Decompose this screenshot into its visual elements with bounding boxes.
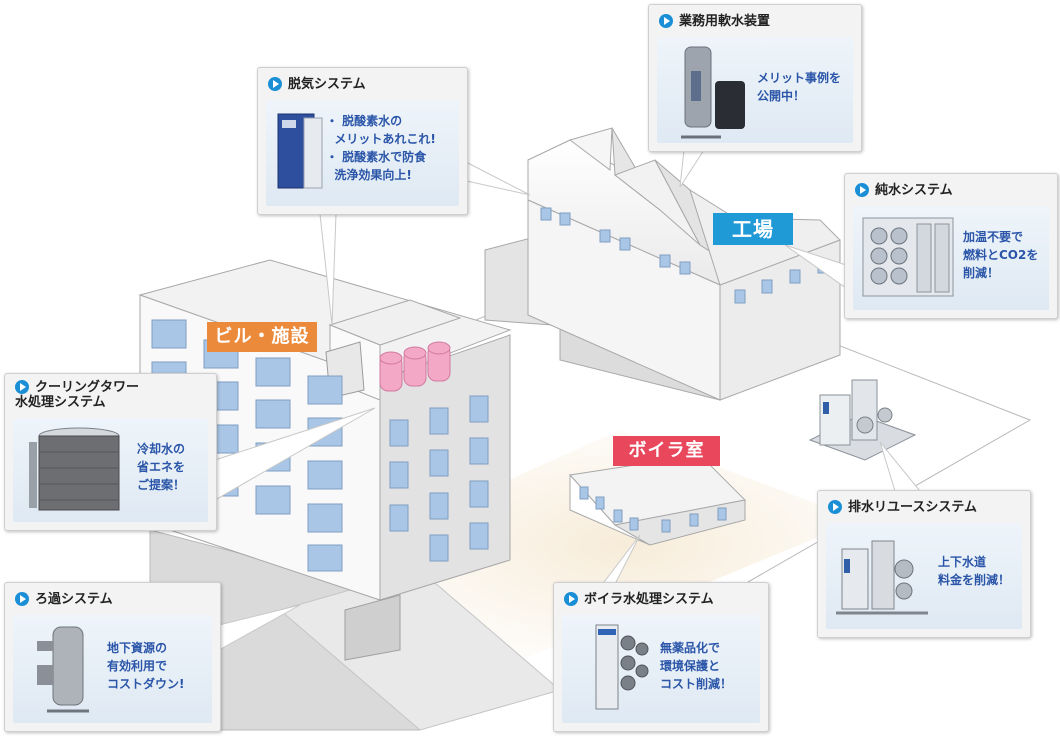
softener-title: 業務用軟水装置	[659, 12, 770, 30]
filtration-image	[37, 626, 89, 713]
boiler-room-label[interactable]: ボイラ室	[613, 436, 720, 466]
deaeration-line-1: ・ 脱酸素水の	[326, 114, 403, 128]
wastewater-reuse-body: 上下水道 料金を削減！	[826, 523, 1022, 629]
cooling-tower-title: クーリングタワー 水処理システム	[15, 380, 139, 414]
deaerator-image	[277, 113, 323, 189]
boiler-treatment-card[interactable]: ボイラ水処理システム 無薬品化で 環境保護と コスト削減！	[553, 582, 769, 732]
cooling-tower-title-line-2: 水処理システム	[15, 395, 106, 410]
wastewater-reuse-title-text: 排水リユースシステム	[848, 499, 977, 515]
pure-water-line-1: 加温不要で	[963, 230, 1024, 244]
building-label[interactable]: ビル・施設	[207, 322, 317, 352]
play-icon	[15, 592, 29, 606]
filtration-line-2: 有効利用で	[107, 659, 168, 673]
wastewater-reuse-image	[836, 540, 928, 615]
cooling-tower-line-2: 省エネを	[137, 460, 186, 474]
wastewater-reuse-title: 排水リユースシステム	[828, 498, 977, 516]
softener-line-2: 公開中！	[757, 89, 806, 103]
deaeration-line-2: メリットあれこれ!	[326, 132, 436, 146]
deaeration-title: 脱気システム	[268, 75, 366, 93]
filtration-title: ろ過システム	[15, 590, 113, 608]
wastewater-reuse-line-2: 料金を削減！	[938, 573, 1011, 587]
factory-label[interactable]: 工場	[713, 213, 793, 245]
cooling-tower-image	[29, 427, 120, 511]
filtration-line-1: 地下資源の	[107, 641, 168, 655]
pure-water-line-3: 削減！	[963, 266, 1000, 280]
deaeration-line-3: ・ 脱酸素水で防食	[326, 150, 427, 164]
play-icon	[564, 592, 578, 606]
softener-body: メリット事例を 公開中！	[657, 37, 853, 143]
softener-card[interactable]: 業務用軟水装置 メリット事例を 公開中！	[648, 4, 862, 152]
play-icon	[15, 380, 29, 394]
boiler-treatment-line-1: 無薬品化で	[660, 641, 721, 655]
play-icon	[268, 77, 282, 91]
pure-water-image	[862, 217, 954, 297]
softener-title-text: 業務用軟水装置	[679, 13, 771, 29]
deaeration-body: ・ 脱酸素水の メリットあれこれ! ・ 脱酸素水で防食 洗浄効果向上!	[266, 100, 459, 206]
pure-water-title: 純水システム	[855, 181, 953, 199]
play-icon	[855, 183, 869, 197]
play-icon	[659, 14, 673, 28]
boiler-treatment-title-text: ボイラ水処理システム	[584, 591, 714, 607]
pure-water-body: 加温不要で 燃料とCO2を 削減！	[853, 206, 1049, 310]
boiler-treatment-body: 無薬品化で 環境保護と コスト削減！	[562, 615, 760, 723]
cooling-tower-line-3: ご提案！	[137, 478, 186, 492]
filtration-card[interactable]: ろ過システム 地下資源の 有効利用で コストダウン!	[4, 582, 221, 732]
boiler-room-building	[569, 454, 747, 546]
deaeration-line-4: 洗浄効果向上!	[326, 168, 412, 182]
filtration-line-3: コストダウン!	[107, 677, 185, 691]
deaeration-card[interactable]: 脱気システム ・ 脱酸素水の メリットあれこれ! ・ 脱酸素水で防食 洗浄効果向…	[257, 67, 468, 215]
softener-image	[681, 46, 745, 139]
cooling-tower-card[interactable]: クーリングタワー 水処理システム 冷却水の 省エネを ご提案！	[4, 373, 217, 531]
cooling-tower-title-line-1: クーリングタワー	[35, 380, 140, 395]
wastewater-equipment	[808, 379, 917, 461]
play-icon	[828, 500, 842, 514]
boiler-treatment-image	[595, 624, 649, 710]
pure-water-card[interactable]: 純水システム 加温不要で 燃料とCO2を 削減！	[844, 173, 1058, 319]
pure-water-line-2: 燃料とCO2を	[963, 248, 1039, 262]
cooling-tower-body: 冷却水の 省エネを ご提案！	[13, 418, 208, 522]
pure-water-title-text: 純水システム	[875, 182, 953, 198]
cooling-tower-title-text: クーリングタワー 水処理システム	[15, 380, 140, 410]
boiler-treatment-line-3: コスト削減！	[660, 677, 733, 691]
callout-pointers	[214, 149, 922, 651]
boiler-treatment-line-2: 環境保護と	[660, 659, 721, 673]
filtration-body: 地下資源の 有効利用で コストダウン!	[13, 615, 212, 723]
boiler-treatment-title: ボイラ水処理システム	[564, 590, 714, 608]
wastewater-reuse-line-1: 上下水道	[938, 555, 987, 569]
deaeration-title-text: 脱気システム	[288, 76, 366, 92]
factory-building	[484, 127, 841, 401]
wastewater-reuse-card[interactable]: 排水リユースシステム 上下水道 料金を削減！	[817, 490, 1031, 638]
softener-line-1: メリット事例を	[757, 71, 842, 85]
cooling-tower-line-1: 冷却水の	[137, 442, 186, 456]
filtration-title-text: ろ過システム	[35, 591, 113, 607]
